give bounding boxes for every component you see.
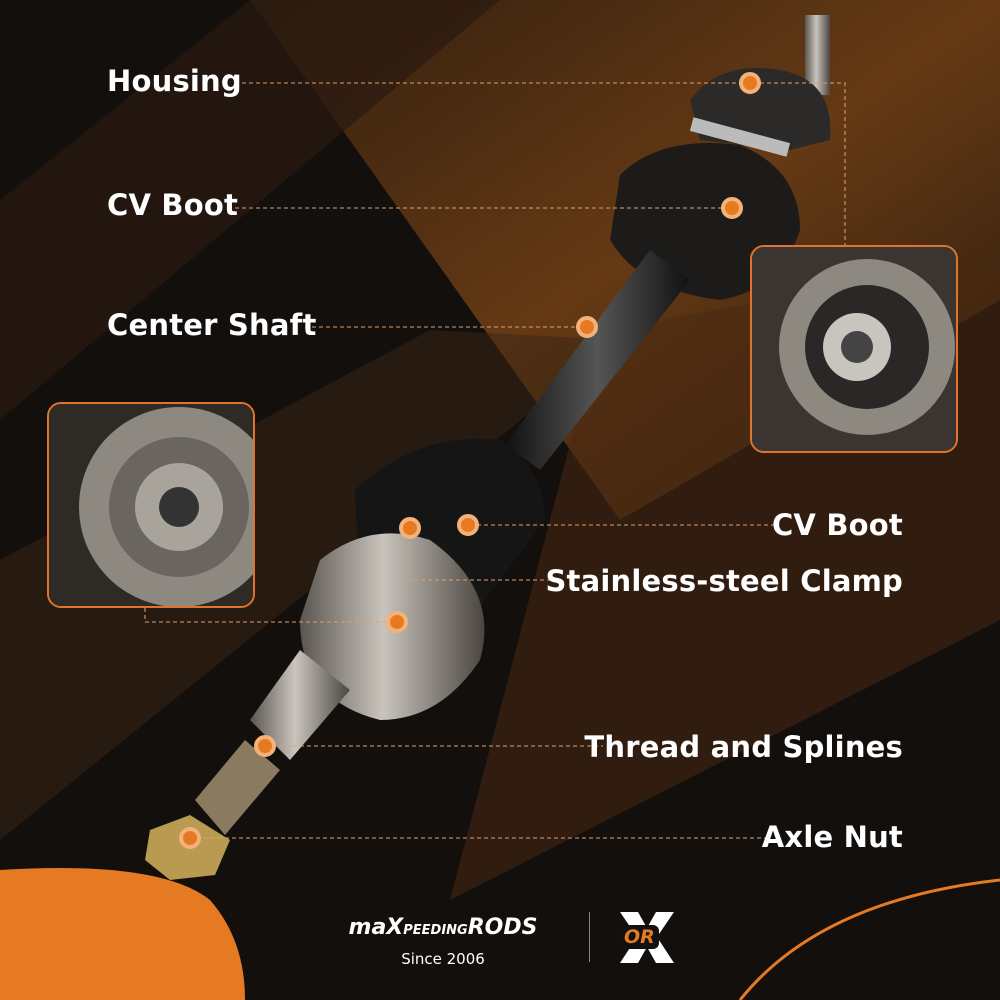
since-text: Since 2006 — [401, 950, 485, 968]
brand-logo: maXPEEDINGRODS Since 2006 — [308, 914, 578, 969]
logo-divider — [589, 912, 590, 962]
brand-name-part1: maX — [348, 915, 404, 940]
outer-joint-inset — [47, 402, 255, 608]
brand-name-part2: PEEDING — [403, 923, 468, 938]
label-cv-boot-top: CV Boot — [107, 188, 239, 222]
label-axle-nut: Axle Nut — [761, 820, 903, 854]
orange-corner-shape — [0, 868, 245, 1000]
or-badge-logo: OR — [612, 910, 682, 965]
label-clamp: Stainless-steel Clamp — [545, 564, 903, 598]
brand-wordmark: maXPEEDINGRODS — [308, 914, 578, 945]
label-center-shaft: Center Shaft — [107, 308, 317, 342]
badge-text: OR — [620, 925, 659, 949]
brand-name-part3: RODS — [467, 915, 538, 940]
label-housing: Housing — [107, 64, 242, 98]
label-cv-boot-bottom: CV Boot — [771, 508, 903, 542]
inner-joint-inset — [750, 245, 958, 453]
label-thread-splines: Thread and Splines — [584, 730, 903, 764]
